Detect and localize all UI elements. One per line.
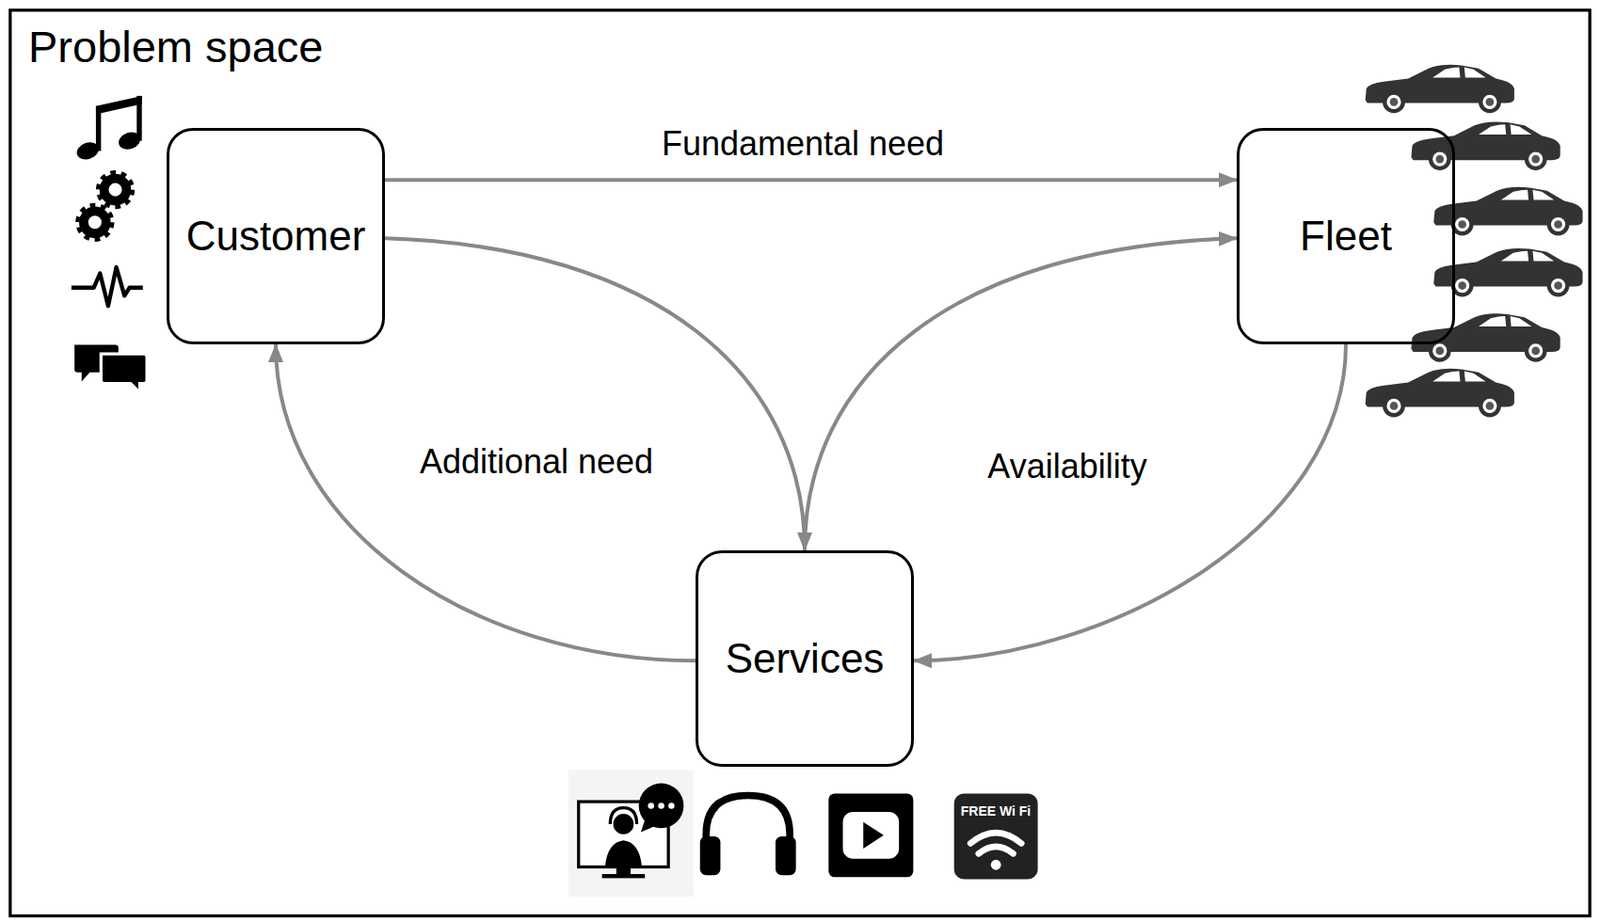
node-label: Customer xyxy=(186,213,367,259)
diagram-title: Problem space xyxy=(28,22,324,72)
fleet-cars xyxy=(1365,64,1584,418)
flow-arrow xyxy=(275,344,696,661)
rounded-box: Fleet xyxy=(1236,128,1456,345)
video-play-icon xyxy=(828,793,913,878)
music-note-icon xyxy=(74,96,144,163)
pulse-icon xyxy=(71,267,144,306)
node-label: Services xyxy=(725,636,885,682)
gears-icon xyxy=(78,173,131,239)
frame-border xyxy=(10,10,1590,917)
chat-icon xyxy=(74,344,147,393)
rounded-box: Services xyxy=(695,550,914,768)
flow-arrow xyxy=(384,238,805,551)
node-label: Fleet xyxy=(1299,213,1392,259)
edge-label: Availability xyxy=(983,447,1151,486)
flow-arrow xyxy=(913,344,1346,661)
rounded-box: Customer xyxy=(166,128,385,345)
free-wifi-icon xyxy=(954,793,1039,880)
flow-arrow xyxy=(804,238,1237,551)
edge-label: Additional need xyxy=(416,442,657,481)
edge-label: Fundamental need xyxy=(657,124,948,163)
headphones-icon xyxy=(700,796,797,877)
icon-caption: FREE Wi Fi xyxy=(960,804,1032,818)
support-agent-icon xyxy=(568,769,694,896)
flow-arrow xyxy=(384,177,1237,182)
